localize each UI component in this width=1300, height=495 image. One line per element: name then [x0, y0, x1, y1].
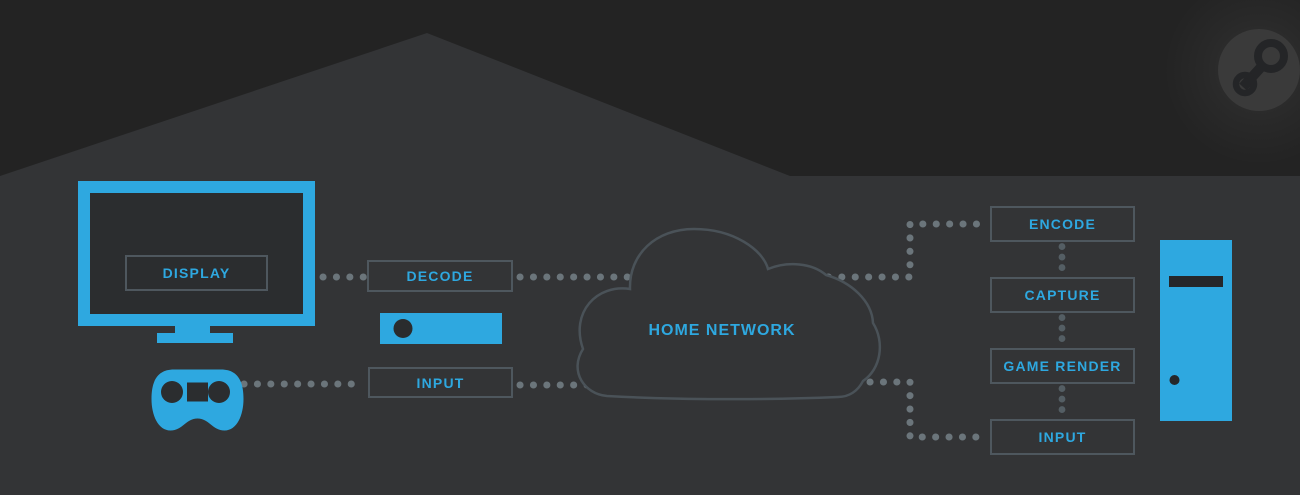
- tower-power-button: [1169, 375, 1180, 385]
- tv-stand-base: [157, 333, 233, 343]
- input-client-label: INPUT: [416, 374, 465, 391]
- home-network-label: HOME NETWORK: [648, 322, 796, 339]
- gamepad-icon: [151, 369, 244, 431]
- gamepad-screen: [187, 382, 208, 402]
- decode-label: DECODE: [406, 268, 474, 284]
- input-box-client: INPUT: [368, 367, 513, 398]
- connector-cloud-encode: [811, 220, 990, 281]
- steam-logo-inner-ring: [1232, 71, 1258, 97]
- gamepad-right-pad: [208, 381, 230, 403]
- encode-label: ENCODE: [1028, 216, 1097, 232]
- capture-box: CAPTURE: [990, 277, 1135, 313]
- tv-screen: [90, 193, 303, 314]
- connector-cloud-input-host: [866, 378, 990, 441]
- capture-label: CAPTURE: [1024, 287, 1101, 303]
- game-render-box: GAME RENDER: [990, 348, 1135, 384]
- tv-icon: [78, 181, 315, 343]
- game-render-label: GAME RENDER: [1003, 358, 1122, 374]
- tv-stand-neck: [175, 326, 210, 335]
- device-power-button: [393, 319, 413, 338]
- decode-box: DECODE: [367, 260, 513, 292]
- input-box-host: INPUT: [990, 419, 1135, 455]
- tower-body: [1160, 240, 1232, 421]
- steam-logo-icon: [1163, 0, 1300, 166]
- home-network-cloud-icon: [576, 227, 881, 401]
- encode-box: ENCODE: [990, 206, 1135, 242]
- steam-link-device-icon: [380, 313, 502, 344]
- gamepad-left-pad: [161, 381, 183, 403]
- display-label: DISPLAY: [162, 265, 231, 281]
- display-box: DISPLAY: [125, 255, 268, 291]
- tower-drive-slot: [1169, 276, 1223, 287]
- input-host-label: INPUT: [1038, 429, 1087, 445]
- steam-logo-outer-ring: [1254, 39, 1288, 73]
- pc-tower-icon: [1160, 240, 1232, 421]
